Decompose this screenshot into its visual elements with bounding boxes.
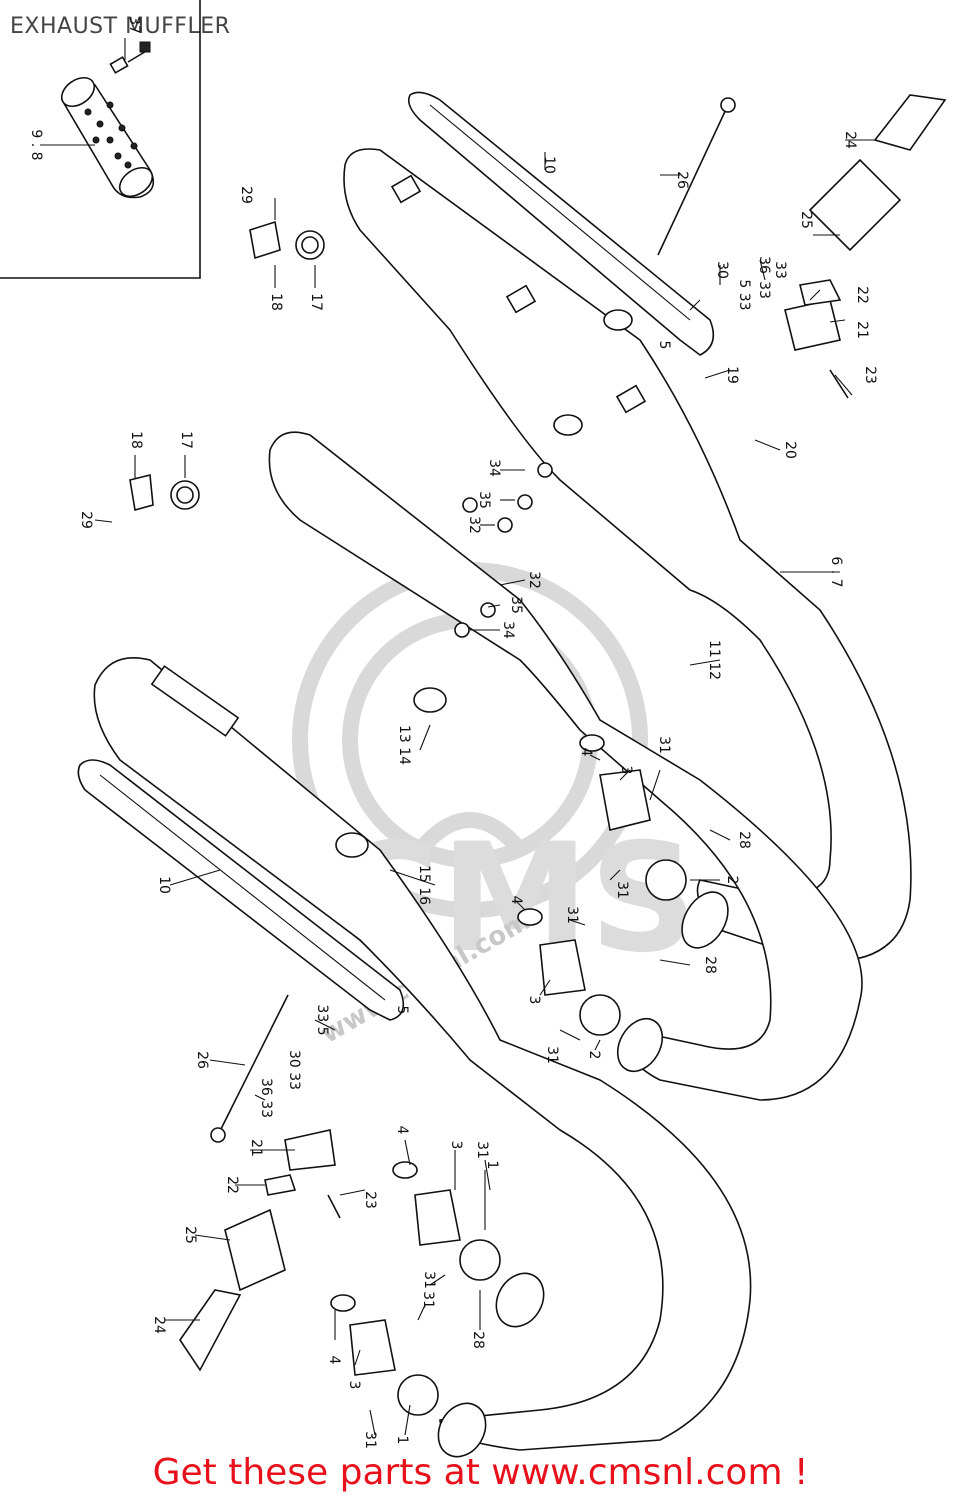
callout-c31f: 31 <box>421 1271 437 1289</box>
callout-c36_33: 36 33 <box>258 1078 274 1118</box>
callout-c28a: 28 <box>736 831 752 849</box>
footer-link-text[interactable]: Get these parts at www.cmsnl.com ! <box>152 1452 809 1493</box>
callout-c9_8: 9 . 8 <box>28 129 44 160</box>
callout-c29a: 29 <box>238 186 254 204</box>
pivot-bolts-icon <box>210 97 849 1219</box>
callout-c1b: 1 <box>394 1436 410 1445</box>
callout-c30a: 30 <box>714 261 730 279</box>
callout-c33a: 33 <box>772 261 788 279</box>
callout-c4a: 4 <box>578 748 594 757</box>
callout-c21a: 21 <box>854 321 870 339</box>
callout-c18b: 18 <box>128 431 144 449</box>
callout-c32b: 32 <box>526 571 542 589</box>
callout-c25b: 25 <box>182 1226 198 1244</box>
heat-shield-lower-icon <box>77 759 405 1021</box>
footpeg-lower-icon <box>179 1129 336 1372</box>
callout-c17b: 17 <box>178 431 194 449</box>
callout-c33b: 33 <box>756 281 772 299</box>
callout-c18a: 18 <box>268 293 284 311</box>
callout-c31c: 31 <box>564 906 580 924</box>
callout-c10b: 10 <box>156 876 172 894</box>
callout-c17a: 17 <box>308 293 324 311</box>
callout-c3b: 3 <box>526 996 542 1005</box>
callout-c21b: 21 <box>248 1139 264 1157</box>
callout-c2a: 2 <box>724 876 740 885</box>
callout-c35b: 35 <box>508 596 524 614</box>
callout-c23b: 23 <box>362 1191 378 1209</box>
callout-c29b: 29 <box>78 511 94 529</box>
callout-c31g: 31 <box>420 1291 436 1309</box>
callout-c15_16: 15 16 <box>416 865 432 905</box>
callout-c5b: 5 <box>394 1006 410 1015</box>
callout-c24b: 24 <box>151 1316 167 1334</box>
callout-c35a: 35 <box>476 491 492 509</box>
callout-c34a: 34 <box>486 459 502 477</box>
footpeg-upper-icon <box>784 94 947 351</box>
callout-c26a: 26 <box>674 171 690 189</box>
heat-shield-upper-icon <box>407 91 715 356</box>
callout-c6_7: 6 . 7 <box>828 556 844 587</box>
callout-c4c: 4 <box>394 1126 410 1135</box>
middle-muffler-icon <box>268 431 863 1101</box>
callout-c30_33: 30 33 <box>286 1050 302 1090</box>
callout-c4d: 4 <box>326 1356 342 1365</box>
callout-c26b: 26 <box>194 1051 210 1069</box>
callout-c2b: 2 <box>586 1051 602 1060</box>
callout-c37: 37 <box>126 16 142 34</box>
callout-c28c: 28 <box>470 1331 486 1349</box>
lower-muffler-icon <box>93 656 752 1458</box>
callout-c11_12: 11 12 <box>706 640 722 680</box>
callout-c5a: 5 <box>656 341 672 350</box>
callout-c31a: 31 <box>656 736 672 754</box>
callout-c4b: 4 <box>508 896 524 905</box>
callout-c25a: 25 <box>798 211 814 229</box>
clamps-gaskets-icon <box>129 220 687 1416</box>
baffle-tube-icon <box>60 76 155 199</box>
diagram-title: EXHAUST MUFFLER <box>10 14 231 39</box>
callout-c3a: 3 <box>618 766 634 775</box>
callout-c32a: 32 <box>466 516 482 534</box>
callout-c31d: 31 <box>544 1046 560 1064</box>
callout-c5_33: 5 33 <box>736 279 752 310</box>
callout-c31h: 31 <box>362 1431 378 1449</box>
callout-c23a: 23 <box>862 366 878 384</box>
callout-c5_33b: 33 5 <box>314 1004 330 1035</box>
callout-c28b: 28 <box>702 956 718 974</box>
callout-c19: 19 <box>724 366 740 384</box>
callout-c36a: 36 <box>756 256 772 274</box>
callout-c1a: 1 <box>484 1161 500 1170</box>
callout-c22a: 22 <box>854 286 870 304</box>
callout-c20: 20 <box>782 441 798 459</box>
callout-c3c: 3 <box>448 1141 464 1150</box>
callout-c34b: 34 <box>500 621 516 639</box>
callout-c3d: 3 <box>346 1381 362 1390</box>
callout-c31b: 31 <box>614 881 630 899</box>
callout-c13_14: 13 14 <box>396 725 412 765</box>
leader-lines <box>40 38 875 1436</box>
callout-c31e: 31 <box>474 1141 490 1159</box>
callout-c24a: 24 <box>842 131 858 149</box>
baffle-screw-icon <box>109 41 151 74</box>
callout-c22b: 22 <box>224 1176 240 1194</box>
callout-c10a: 10 <box>541 156 557 174</box>
inset-frame <box>0 0 201 279</box>
